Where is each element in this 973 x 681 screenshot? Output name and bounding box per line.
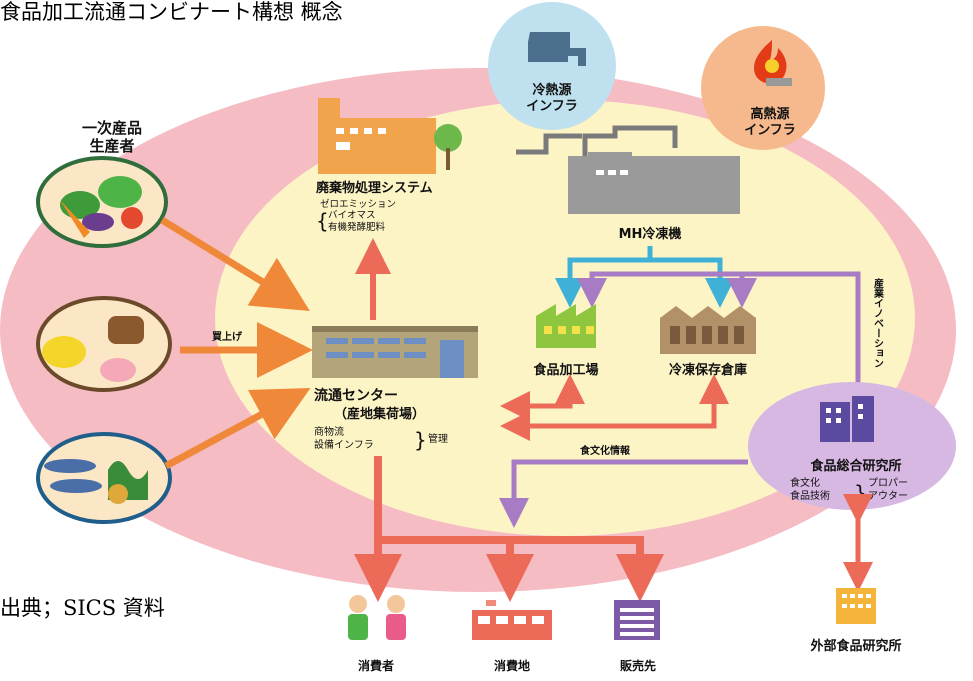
arrow-fish-to-center [164,388,311,470]
cold-infra-label-1: 冷熱源 [532,82,571,98]
center-manage: 管理 [428,432,448,445]
mh-refrigerator-icon [516,125,740,214]
arrow-center-to-seller [378,536,664,602]
cold-storage-label: 冷凍保存倉庫 [669,362,747,378]
consumer-label: 消費者 [358,658,394,673]
waste-brace: { [316,209,329,233]
market-icon [472,600,552,640]
waste-facility-icon [318,98,462,174]
institute-role-1: プロパー [868,477,908,489]
waste-sub: ゼロエミッション [320,198,396,210]
food-factory-label: 食品加工場 [533,362,598,378]
external-institute-icon [836,588,876,624]
waste-item-1: バイオマス [328,210,376,221]
waste-title: 廃棄物処理システム [315,180,433,196]
buy-label: 買上げ [212,330,243,343]
vegetables-icon [36,156,168,248]
seller-icon [614,600,660,640]
source-note: 出典；SICS 資料 [0,596,165,620]
culture-info-label: 食文化情報 [579,444,631,457]
livestock-icon [36,296,172,392]
waste-item-2: 有機発酵肥料 [328,221,386,233]
arrow-mh-to-storage [650,257,735,308]
institute-node: 食品総合研究所 食文化 食品技術 } プロパー アウター [748,382,956,510]
institute-item-1: 食文化 [790,476,820,489]
center-sub: （産地集荷場） [334,406,425,422]
center-title: 流通センター [314,387,398,404]
institute-role-2: アウター [868,490,908,502]
arrow-vegetables-to-center [160,217,310,312]
arrow-mh-to-factory [555,246,653,308]
consumer-icon [348,595,406,640]
producers-label-2: 生産者 [89,137,134,155]
arrow-culture-info [499,459,748,528]
center-item-2: 設備インフラ [314,438,374,451]
seller-label: 販売先 [620,658,656,673]
page-title: 食品加工流通コンビナート構想 概念 [0,0,343,24]
producers-label-1: 一次産品 [82,119,142,137]
institute-title: 食品総合研究所 [810,458,901,474]
heat-infra-node: 高熱源 インフラ [701,26,825,150]
external-label: 外部食品研究所 [809,638,901,654]
mh-label: MH冷凍機 [619,226,682,242]
arrow-innovation-to-factory [577,271,861,400]
food-factory-icon [536,304,596,348]
cold-storage-icon [660,306,756,354]
market-label: 消費地 [494,658,530,673]
center-brace: } [414,428,427,452]
institute-brace: } [854,481,867,505]
fish-icon [36,432,172,524]
cold-infra-label-2: インフラ [526,99,578,114]
heat-infra-label-1: 高熱源 [750,106,789,122]
heat-infra-label-2: インフラ [744,123,796,138]
innovation-label: 産業イノベーション [872,277,885,368]
institute-item-2: 食品技術 [790,489,830,502]
cold-infra-node: 冷熱源 インフラ [488,2,616,130]
center-item-1: 商物流 [314,425,344,438]
cold-infra-icon [528,32,586,66]
distribution-center-icon [312,326,478,378]
